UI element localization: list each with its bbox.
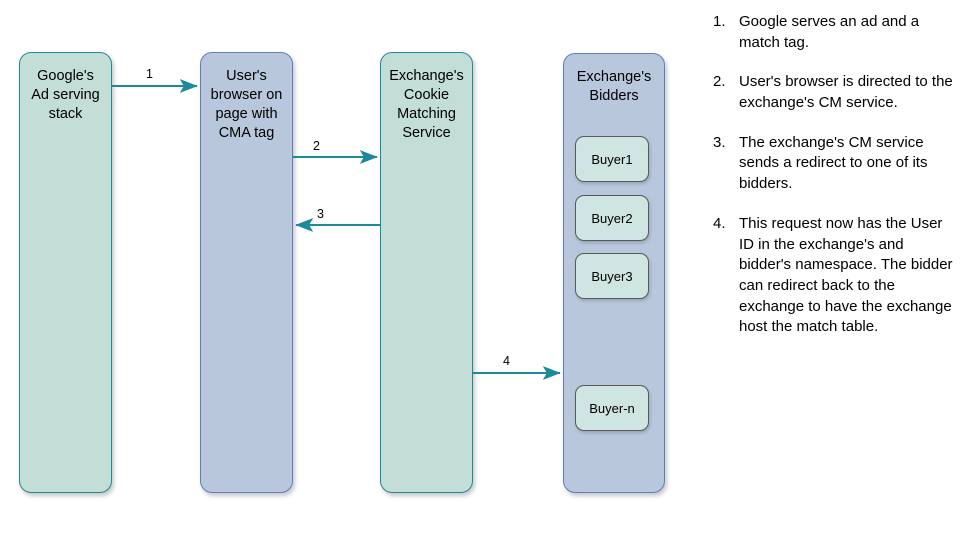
- legend-text: User's browser is directed to the exchan…: [739, 73, 953, 112]
- buyer-label: Buyer-n: [589, 400, 635, 416]
- node-buyer-n: Buyer-n: [575, 385, 649, 431]
- node-label: Exchange's Cookie Matching Service: [389, 68, 464, 142]
- node-user-browser: User's browser on page with CMA tag: [200, 52, 293, 493]
- node-buyer1: Buyer1: [575, 136, 649, 182]
- legend-number: 4.: [713, 214, 726, 232]
- arrow-4-label: 4: [503, 354, 510, 368]
- buyer-label: Buyer1: [591, 151, 633, 167]
- legend-text: This request now has the User ID in the …: [739, 214, 953, 336]
- node-google-ad-serving-stack: Google's Ad serving stack: [19, 52, 112, 493]
- legend-item-4: 4. This request now has the User ID in t…: [705, 214, 955, 338]
- node-buyer3: Buyer3: [575, 253, 649, 299]
- legend-number: 1.: [713, 13, 726, 30]
- legend-text: The exchange's CM service sends a redire…: [739, 133, 928, 193]
- steps-legend: 1. Google serves an ad and a match tag. …: [705, 12, 955, 357]
- arrow-1-label: 1: [146, 67, 153, 81]
- legend-text: Google serves an ad and a match tag.: [739, 13, 920, 51]
- arrow-2-label: 2: [313, 139, 320, 153]
- legend-item-3: 3. The exchange's CM service sends a red…: [705, 133, 955, 195]
- buyer-label: Buyer3: [591, 268, 633, 284]
- buyer-label: Buyer2: [591, 210, 633, 226]
- arrow-3-label: 3: [317, 207, 324, 221]
- legend-item-1: 1. Google serves an ad and a match tag.: [705, 12, 955, 53]
- node-label: User's browser on page with CMA tag: [210, 68, 283, 142]
- node-label: Google's Ad serving stack: [31, 68, 100, 123]
- node-label: Exchange's Bidders: [576, 69, 652, 105]
- node-exchange-cookie-matching-service: Exchange's Cookie Matching Service: [380, 52, 473, 493]
- node-buyer2: Buyer2: [575, 195, 649, 241]
- legend-item-2: 2. User's browser is directed to the exc…: [705, 72, 955, 113]
- legend-number: 3.: [713, 133, 726, 151]
- legend-number: 2.: [713, 73, 726, 91]
